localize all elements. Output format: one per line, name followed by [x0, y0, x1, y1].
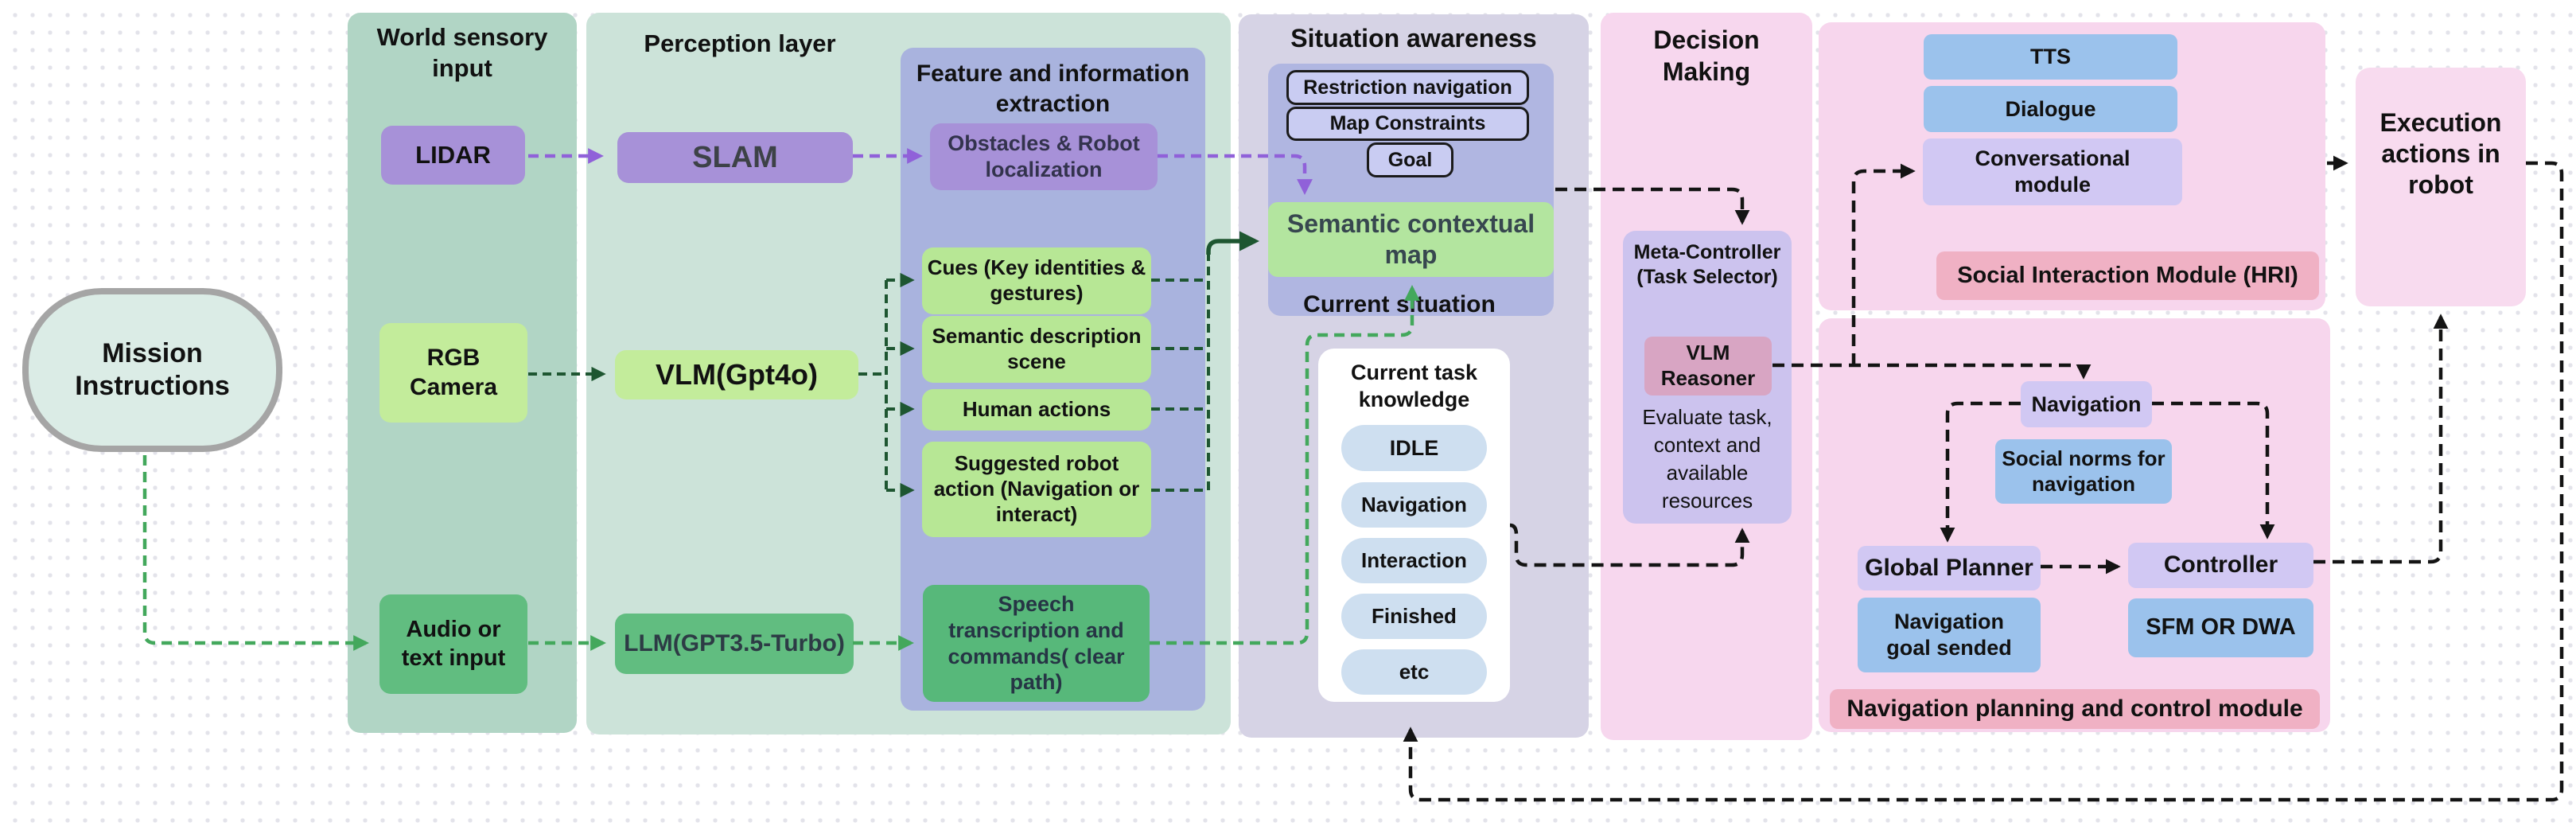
- global-planner-node: Global Planner: [1858, 546, 2041, 590]
- suggested-action-node: Suggested robot action (Navigation or in…: [922, 442, 1151, 537]
- sfm-dwa-node: SFM OR DWA: [2128, 598, 2313, 657]
- semantic-contextual-map-node: Semantic contextual map: [1268, 202, 1554, 277]
- meta-controller-title: Meta-Controller (Task Selector): [1633, 241, 1781, 289]
- navigation-goal-node: Navigation goal sended: [1858, 598, 2041, 672]
- slam-node: SLAM: [617, 132, 853, 183]
- social-interaction-module-label: Social Interaction Module (HRI): [1936, 251, 2319, 300]
- perception-layer-title: Perception layer: [644, 29, 836, 57]
- human-actions-node: Human actions: [922, 389, 1151, 431]
- task-pill-interaction: Interaction: [1341, 538, 1487, 583]
- map-constraints-node: Map Constraints: [1286, 107, 1529, 141]
- cues-node: Cues (Key identities & gestures): [922, 247, 1151, 314]
- task-pill-finished: Finished: [1341, 594, 1487, 639]
- semantic-description-node: Semantic description scene: [922, 316, 1151, 383]
- controller-node: Controller: [2128, 543, 2313, 588]
- task-pill-navigation: Navigation: [1341, 482, 1487, 528]
- world-sensory-input-title: World sensory input: [376, 23, 548, 82]
- lidar-node: LIDAR: [381, 126, 525, 185]
- llm-gpt35-node: LLM(GPT3.5-Turbo): [615, 614, 854, 674]
- task-pill-idle: IDLE: [1341, 425, 1487, 471]
- feature-extraction-title: Feature and information extraction: [916, 60, 1190, 117]
- social-norms-node: Social norms for navigation: [1995, 439, 2172, 504]
- rgb-camera-node: RGB Camera: [379, 323, 527, 423]
- decision-making-title: Decision Making: [1653, 25, 1760, 86]
- task-pill-etc: etc: [1341, 649, 1487, 695]
- meta-controller-description: Evaluate task, context and available res…: [1642, 405, 1772, 513]
- vlm-reasoner-node: VLM Reasoner: [1644, 337, 1772, 395]
- execution-actions-node: Execution actions in robot: [2356, 68, 2526, 306]
- current-situation-label: Current situation: [1303, 291, 1496, 318]
- obstacles-localization-node: Obstacles & Robot localization: [930, 123, 1158, 190]
- restriction-navigation-node: Restriction navigation: [1286, 70, 1529, 105]
- edge-mission-audio: [142, 455, 369, 651]
- edge-controller-execution: [2313, 314, 2449, 564]
- mission-instructions-node: Mission Instructions: [22, 288, 282, 452]
- navigation-node: Navigation: [2021, 381, 2152, 427]
- speech-transcription-node: Speech transcription and commands( clear…: [923, 585, 1150, 702]
- tts-node: TTS: [1924, 34, 2177, 80]
- navigation-planning-label: Navigation planning and control module: [1830, 689, 2320, 729]
- conversational-module-node: Conversational module: [1923, 138, 2182, 205]
- goal-node: Goal: [1367, 142, 1453, 177]
- task-knowledge-title: Current task knowledge: [1350, 360, 1478, 411]
- dialogue-node: Dialogue: [1924, 86, 2177, 132]
- situation-awareness-title: Situation awareness: [1290, 24, 1537, 53]
- audio-text-input-node: Audio or text input: [379, 594, 527, 694]
- vlm-gpt4o-node: VLM(Gpt4o): [615, 350, 858, 399]
